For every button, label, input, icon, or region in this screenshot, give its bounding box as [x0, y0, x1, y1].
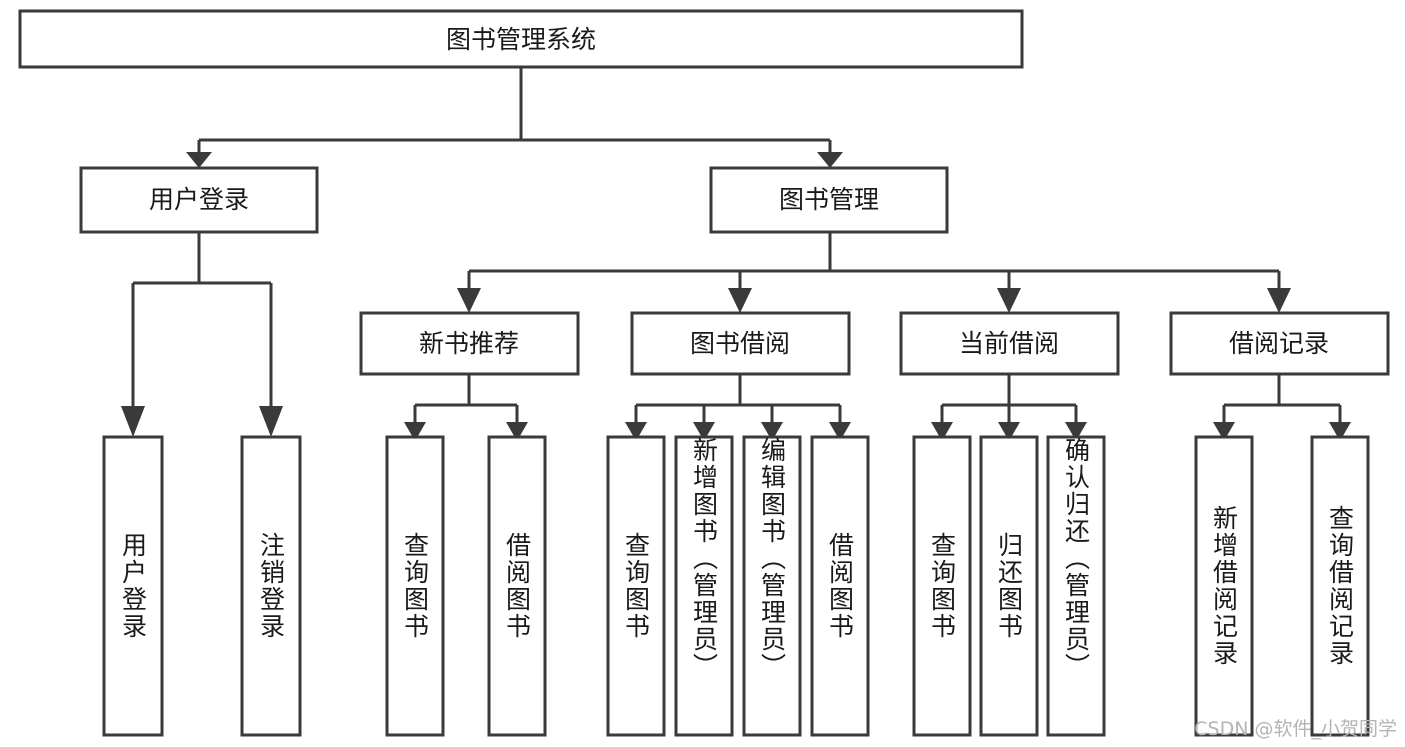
- node-borrow-record[interactable]: [1169, 311, 1390, 376]
- csdn-watermark: CSDN @软件_小贺同学: [1194, 718, 1397, 740]
- arrowhead-leaf-query-book-1: [404, 422, 426, 441]
- arrowhead-leaf-return-book: [998, 422, 1020, 441]
- node-user-login[interactable]: [79, 166, 319, 234]
- node-leaf-user-logout[interactable]: [240, 435, 302, 737]
- node-leaf-query-book-2[interactable]: [606, 435, 666, 737]
- arrowhead-leaf-add-record: [1213, 422, 1235, 441]
- horizontal-label-layer: 图书管理系统 用户登录 图书管理 新书推荐 图书借阅 当前借阅 借阅记录: [149, 25, 1329, 358]
- arrowhead-leaf-user-login: [121, 406, 145, 437]
- node-book-borrow[interactable]: [630, 311, 851, 376]
- node-leaf-query-book-3[interactable]: [912, 435, 972, 737]
- node-leaf-borrow-book-2[interactable]: [810, 435, 870, 737]
- arrowhead-leaf-borrow-book-2: [829, 422, 851, 441]
- label-book-borrow: 图书借阅: [690, 329, 790, 358]
- arrowhead-book-management: [817, 152, 843, 168]
- node-leaf-add-record[interactable]: [1194, 435, 1254, 737]
- arrowhead-borrow: [728, 288, 752, 313]
- node-book-management[interactable]: [709, 166, 949, 234]
- arrowhead-leaf-user-logout: [259, 406, 283, 437]
- label-book-management: 图书管理: [779, 185, 879, 214]
- connector-layer: [131, 67, 1342, 422]
- node-current-borrow[interactable]: [899, 311, 1120, 376]
- node-leaf-edit-book[interactable]: [742, 435, 802, 737]
- node-leaf-query-record[interactable]: [1310, 435, 1370, 737]
- arrowhead-layer: [121, 152, 1351, 441]
- node-root[interactable]: [18, 9, 1024, 69]
- label-user-login: 用户登录: [149, 185, 249, 214]
- arrowhead-record: [1267, 288, 1291, 313]
- node-leaf-borrow-book-1[interactable]: [487, 435, 547, 737]
- node-leaf-user-login[interactable]: [102, 435, 164, 737]
- label-new-book-recommend: 新书推荐: [419, 329, 519, 358]
- arrowhead-leaf-query-record: [1329, 422, 1351, 441]
- arrowhead-recommend: [457, 288, 481, 313]
- label-root: 图书管理系统: [446, 25, 596, 54]
- arrowhead-leaf-confirm-return: [1065, 422, 1087, 441]
- node-layer: [18, 9, 1390, 737]
- arrowhead-leaf-borrow-book-1: [506, 422, 528, 441]
- arrowhead-leaf-query-book-2: [625, 422, 647, 441]
- label-borrow-record: 借阅记录: [1229, 329, 1329, 358]
- arrowhead-leaf-add-book: [693, 422, 715, 441]
- node-leaf-add-book[interactable]: [674, 435, 734, 737]
- node-new-book-recommend[interactable]: [359, 311, 580, 376]
- node-leaf-confirm-return[interactable]: [1046, 435, 1106, 737]
- label-current-borrow: 当前借阅: [959, 329, 1059, 358]
- arrowhead-leaf-query-book-3: [931, 422, 953, 441]
- arrowhead-user-login: [186, 152, 212, 168]
- arrowhead-current: [997, 288, 1021, 313]
- node-leaf-query-book-1[interactable]: [385, 435, 445, 737]
- node-leaf-return-book[interactable]: [979, 435, 1039, 737]
- arrowhead-leaf-edit-book: [761, 422, 783, 441]
